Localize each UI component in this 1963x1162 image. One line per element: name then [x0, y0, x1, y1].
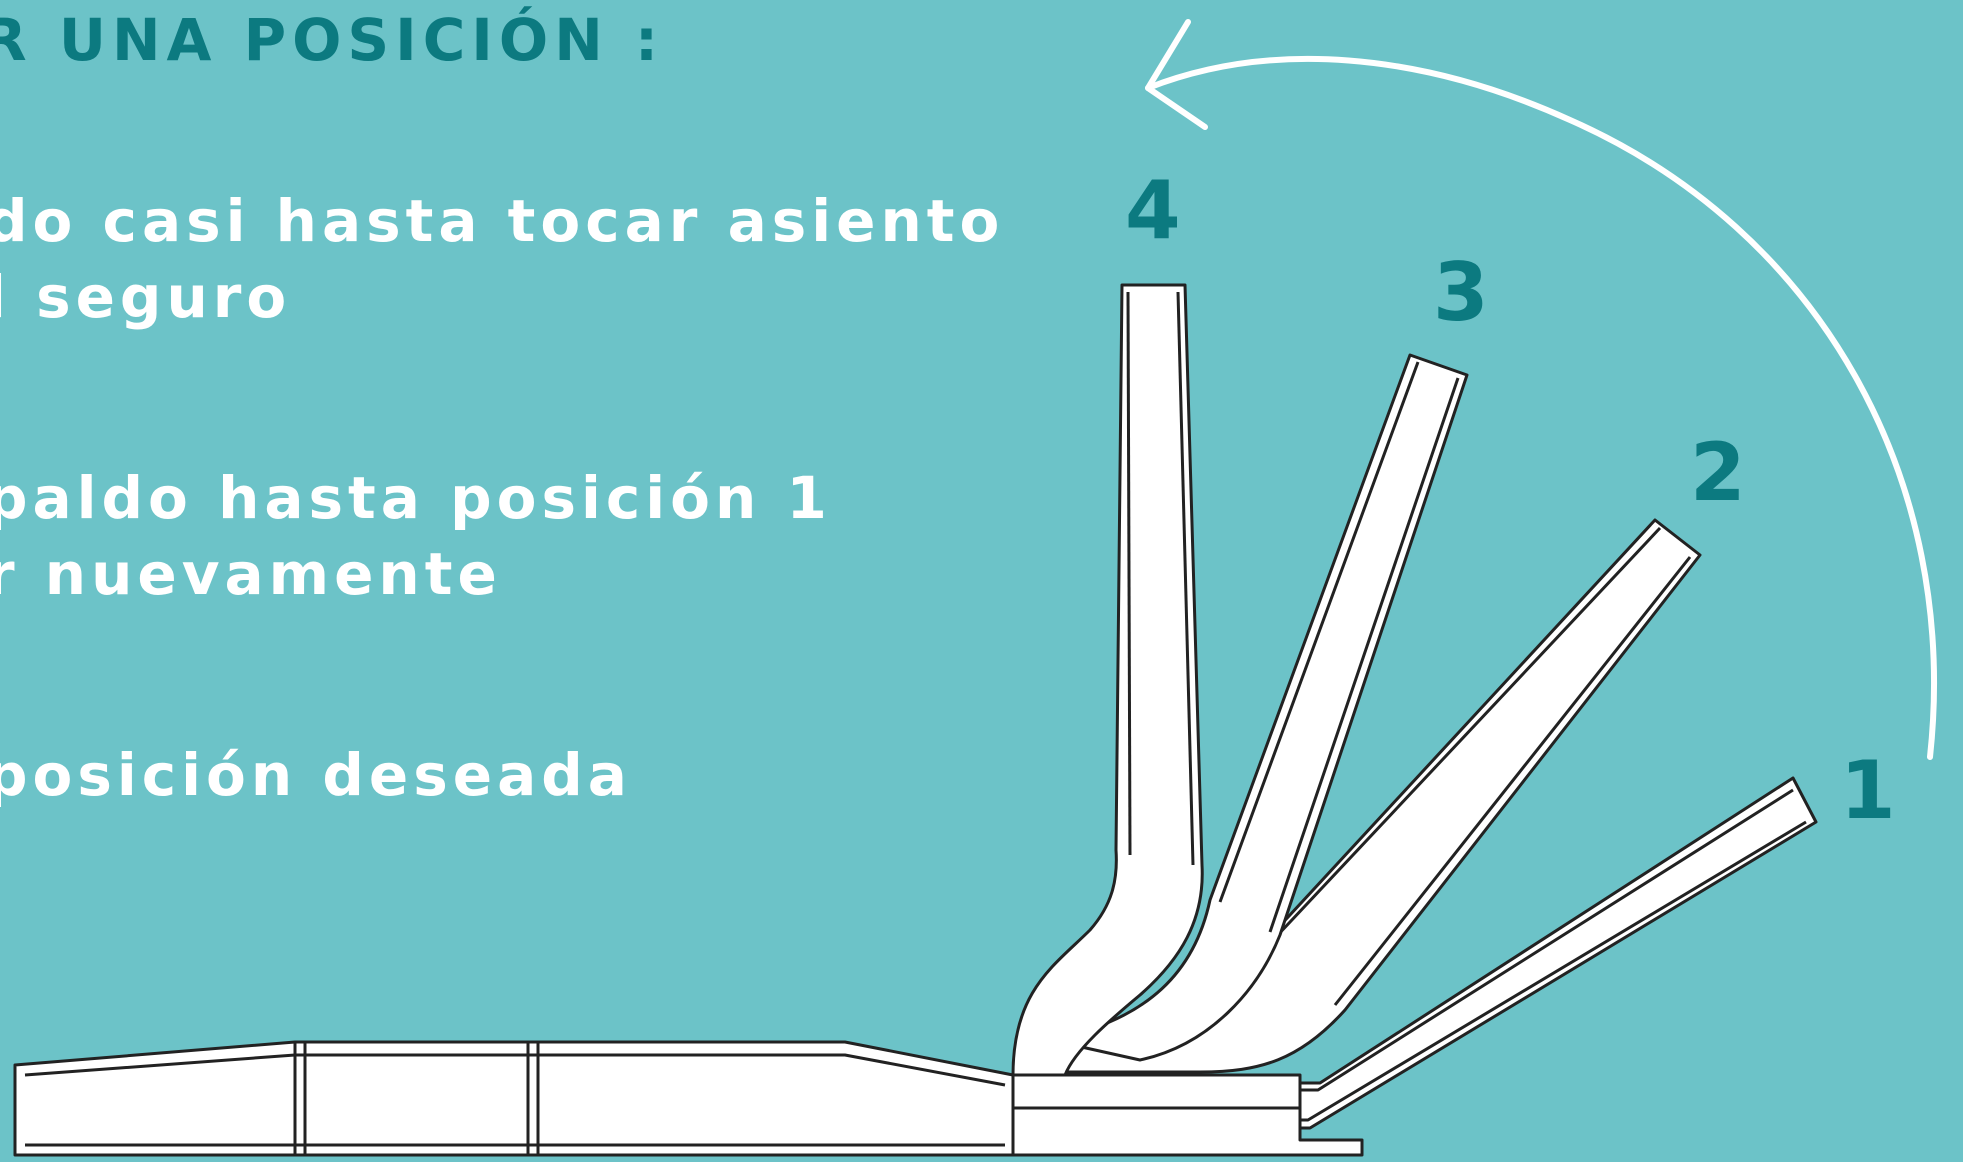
instruction-step-1: do casi hasta tocar asiento l seguro	[0, 183, 1004, 335]
position-label-2: 2	[1690, 426, 1746, 519]
section-heading: R UNA POSICIÓN :	[0, 6, 665, 74]
instruction-step-2: paldo hasta posición 1 r nuevamente	[0, 460, 832, 612]
instruction-step-2-line-2: r nuevamente	[0, 540, 502, 608]
instruction-step-3-line-1: posición deseada	[0, 741, 632, 809]
seat-base	[13, 1040, 1364, 1157]
backrest-position-3	[1048, 353, 1469, 1062]
position-label-4: 4	[1125, 164, 1181, 257]
instruction-step-1-line-2: l seguro	[0, 263, 292, 331]
position-label-1: 1	[1840, 744, 1896, 837]
instruction-step-3: posición deseada	[0, 737, 632, 813]
backrest-position-4	[1011, 283, 1204, 1077]
position-label-3: 3	[1433, 246, 1489, 339]
instruction-step-1-line-1: do casi hasta tocar asiento	[0, 187, 1005, 255]
instruction-step-2-line-1: paldo hasta posición 1	[0, 464, 832, 532]
rotation-arrow-icon	[1145, 19, 1937, 760]
